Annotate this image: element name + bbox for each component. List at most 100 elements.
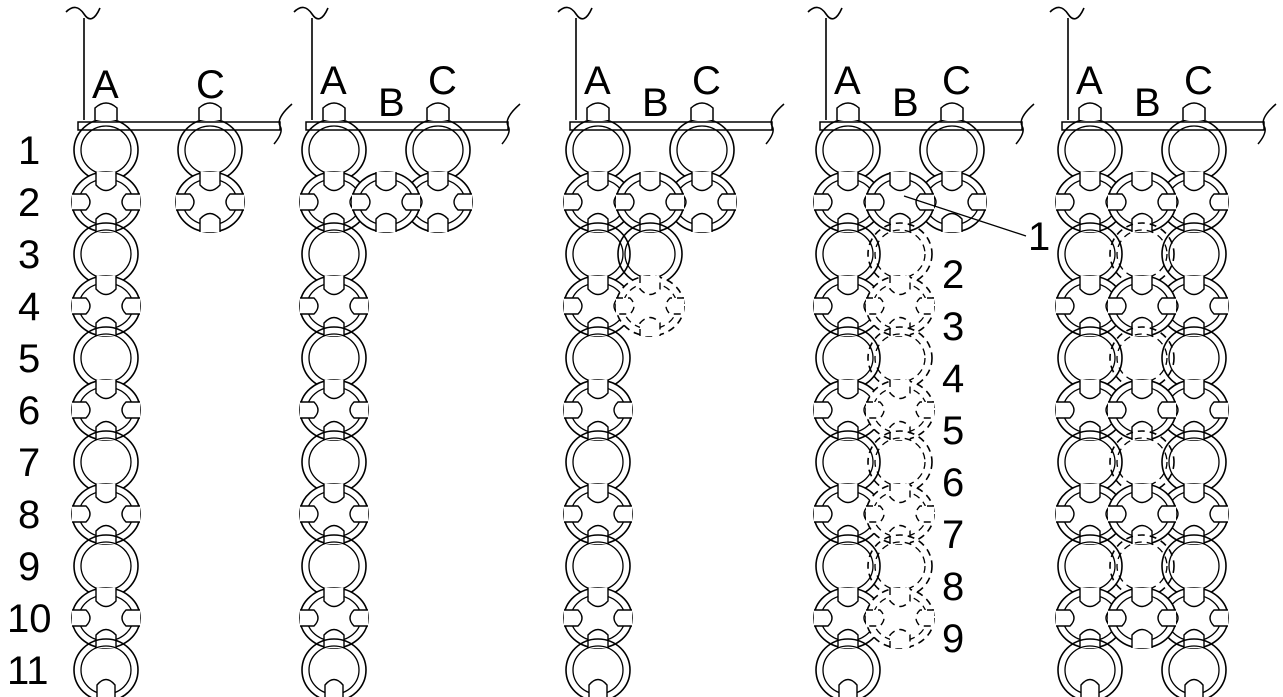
- link-notch: [122, 194, 140, 210]
- link-notch: [1158, 194, 1176, 210]
- row-number: 7: [18, 441, 40, 485]
- ring-inner: [823, 126, 873, 174]
- ring-inner: [185, 126, 235, 174]
- column-b-chain: [616, 172, 684, 336]
- ring-inner: [625, 230, 675, 278]
- link-notch: [1056, 506, 1074, 522]
- callout-number: 8: [942, 565, 964, 609]
- link-notch: [376, 214, 396, 233]
- link-notch: [1080, 380, 1100, 399]
- rod-loop: [323, 103, 345, 120]
- link-notch: [1184, 172, 1204, 191]
- column-label-b: B: [892, 81, 919, 125]
- ring-inner: [1117, 542, 1167, 590]
- link-notch: [1184, 484, 1204, 503]
- link-notch: [692, 172, 712, 191]
- ring-inner: [1065, 542, 1115, 590]
- column-label-a: A: [320, 59, 347, 103]
- ring-inner: [309, 334, 359, 382]
- rod-loop: [941, 103, 963, 120]
- ring-gap: [1081, 680, 1099, 697]
- link-notch: [1056, 402, 1074, 418]
- column-label-a: A: [834, 59, 861, 103]
- panel-4: ABC123456789: [808, 7, 1050, 697]
- link-notch: [614, 506, 632, 522]
- column-label-a: A: [1076, 59, 1103, 103]
- link-notch: [838, 380, 858, 399]
- ring-gap: [1185, 680, 1203, 697]
- link-notch: [122, 506, 140, 522]
- link-notch: [350, 610, 368, 626]
- link-notch: [300, 298, 318, 314]
- link-notch: [72, 506, 90, 522]
- link-notch: [814, 298, 832, 314]
- ring-inner: [1169, 334, 1219, 382]
- link-notch: [350, 298, 368, 314]
- link-notch: [640, 172, 660, 191]
- ring-inner: [927, 126, 977, 174]
- link-notch: [1108, 402, 1126, 418]
- column-label-b: B: [1134, 81, 1161, 125]
- link-notch: [890, 276, 910, 295]
- ring-inner: [81, 542, 131, 590]
- link-notch: [96, 172, 116, 191]
- link-notch: [1108, 506, 1126, 522]
- link-notch: [838, 172, 858, 191]
- link-notch: [324, 484, 344, 503]
- link-notch: [324, 588, 344, 607]
- link-notch: [1210, 506, 1228, 522]
- row-number: 1: [18, 129, 40, 173]
- column-label-c: C: [692, 59, 721, 103]
- callout-number: 2: [942, 253, 964, 297]
- ring-inner: [1117, 334, 1167, 382]
- panels: ACABCABCABC123456789ABC: [66, 7, 1276, 697]
- link-notch: [666, 194, 684, 210]
- link-notch: [838, 484, 858, 503]
- link-notch: [718, 194, 736, 210]
- link-notch: [1056, 610, 1074, 626]
- link-notch: [402, 194, 420, 210]
- row-number: 11: [7, 649, 49, 693]
- link-notch: [350, 402, 368, 418]
- ring-inner: [1117, 230, 1167, 278]
- link-notch: [376, 172, 396, 191]
- link-notch: [890, 484, 910, 503]
- link-notch: [1132, 630, 1152, 649]
- link-notch: [96, 588, 116, 607]
- link-notch: [814, 610, 832, 626]
- link-notch: [1080, 276, 1100, 295]
- link-notch: [866, 194, 884, 210]
- link-notch: [614, 402, 632, 418]
- link-notch: [200, 172, 220, 191]
- link-notch: [454, 194, 472, 210]
- rod-loop: [587, 103, 609, 120]
- ring-inner: [875, 438, 925, 486]
- callout-number: 3: [942, 305, 964, 349]
- link-notch: [640, 318, 660, 337]
- ring-inner: [573, 334, 623, 382]
- column-a-chain: [72, 103, 140, 697]
- link-notch: [122, 402, 140, 418]
- callout-number: 9: [942, 617, 964, 661]
- ring-inner: [1117, 438, 1167, 486]
- link-notch: [916, 194, 934, 210]
- row-number: 9: [18, 545, 40, 589]
- link-notch: [1080, 588, 1100, 607]
- row-number: 10: [7, 597, 52, 641]
- column-label-a: A: [92, 63, 119, 107]
- link-notch: [890, 588, 910, 607]
- link-notch: [1184, 380, 1204, 399]
- link-notch: [564, 610, 582, 626]
- ring-inner: [413, 126, 463, 174]
- link-notch: [1056, 298, 1074, 314]
- ring-inner: [81, 334, 131, 382]
- ring-inner: [309, 438, 359, 486]
- link-notch: [72, 402, 90, 418]
- link-notch: [614, 610, 632, 626]
- link-notch: [588, 172, 608, 191]
- link-notch: [428, 172, 448, 191]
- ring-gap: [97, 680, 115, 697]
- link-notch: [890, 630, 910, 649]
